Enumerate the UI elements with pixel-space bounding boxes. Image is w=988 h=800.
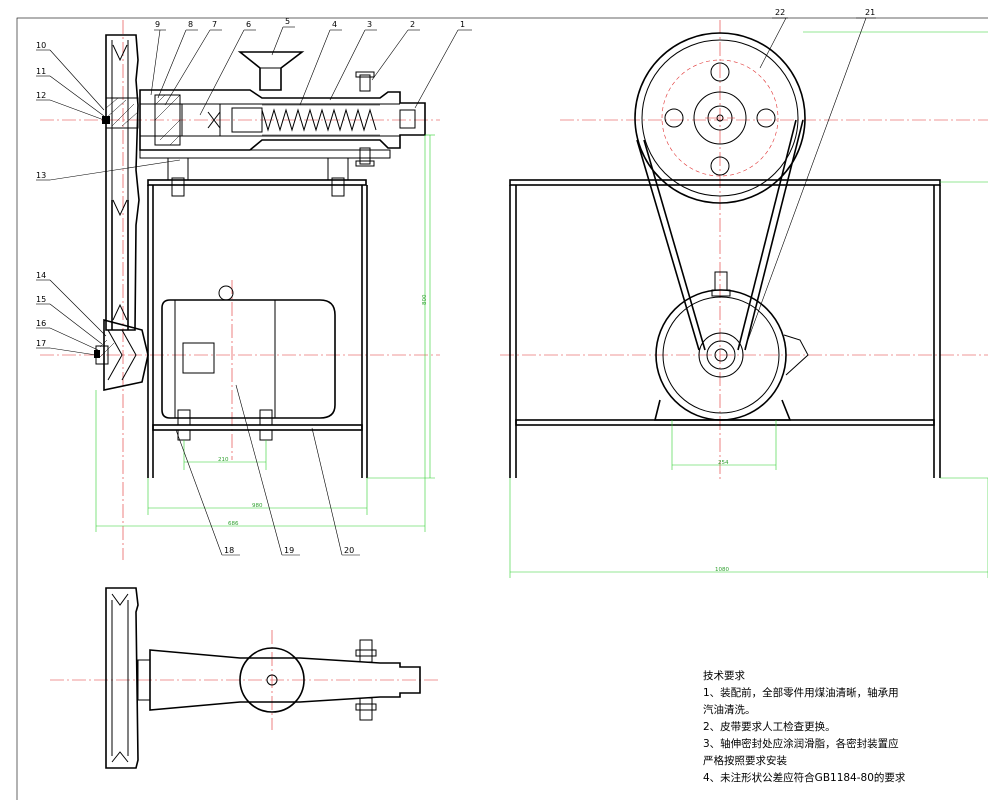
balloon-6: 6 [246,20,251,29]
tech-requirement-line: 2、皮带要求人工检查更换。 [703,721,836,733]
tech-requirement-line: 3、轴伸密封处应涂润滑脂，各密封装置应 [703,738,899,750]
balloon-16: 16 [36,319,46,328]
dim-800: 800 [422,294,428,305]
tech-requirement-line: 4、未注形状公差应符合GB1184-80的要求 [703,772,906,784]
tech-requirement-line: 严格按照要求安装 [703,755,787,767]
large-pulley-face [634,32,806,204]
press-assembly [139,71,426,197]
large-pulley [102,34,140,331]
dim-980: 980 [252,503,263,509]
balloon-20: 20 [344,546,354,555]
front-balloons: 1 2 3 4 5 6 7 8 9 10 11 12 13 [36,17,472,556]
balloon-17: 17 [36,339,46,348]
balloon-10: 10 [36,41,46,50]
balloon-22: 22 [775,8,785,17]
balloon-5: 5 [285,17,290,26]
balloon-13: 13 [36,171,46,180]
balloon-15: 15 [36,295,46,304]
balloon-7: 7 [212,20,217,29]
balloon-12: 12 [36,91,46,100]
balloon-14: 14 [36,271,46,280]
balloon-18: 18 [224,546,234,555]
dim-686: 686 [228,521,239,527]
sheet-border [16,17,988,800]
belt-side [636,119,804,351]
dim-254: 254 [718,460,729,466]
dim-210: 210 [218,457,229,463]
balloon-1: 1 [460,20,465,29]
tech-requirement-line: 汽油清洗。 [703,704,756,716]
balloon-9: 9 [155,20,160,29]
dim-1080: 1080 [715,567,729,573]
motor-pulley [94,318,149,391]
side-view: 254 1080 22 21 [500,8,988,578]
balloon-4: 4 [332,20,337,29]
motor-end-view [653,271,809,421]
hopper [237,51,305,91]
front-frame [147,179,368,478]
balloon-2: 2 [410,20,415,29]
balloon-3: 3 [367,20,372,29]
technical-requirements: 技术要求 1、装配前，全部零件用煤油清晰，轴承用 汽油清洗。 2、皮带要求人工检… [703,668,973,787]
motor-body [161,285,336,441]
balloon-8: 8 [188,20,193,29]
tech-requirement-line: 1、装配前，全部零件用煤油清晰，轴承用 [703,687,899,699]
balloon-11: 11 [36,67,46,76]
plan-view [50,587,440,769]
front-view: 210 980 686 800 1 2 3 4 5 6 7 [36,17,472,560]
side-frame [509,179,941,478]
tech-requirements-title: 技术要求 [703,670,745,682]
balloon-21: 21 [865,8,875,17]
balloon-19: 19 [284,546,294,555]
